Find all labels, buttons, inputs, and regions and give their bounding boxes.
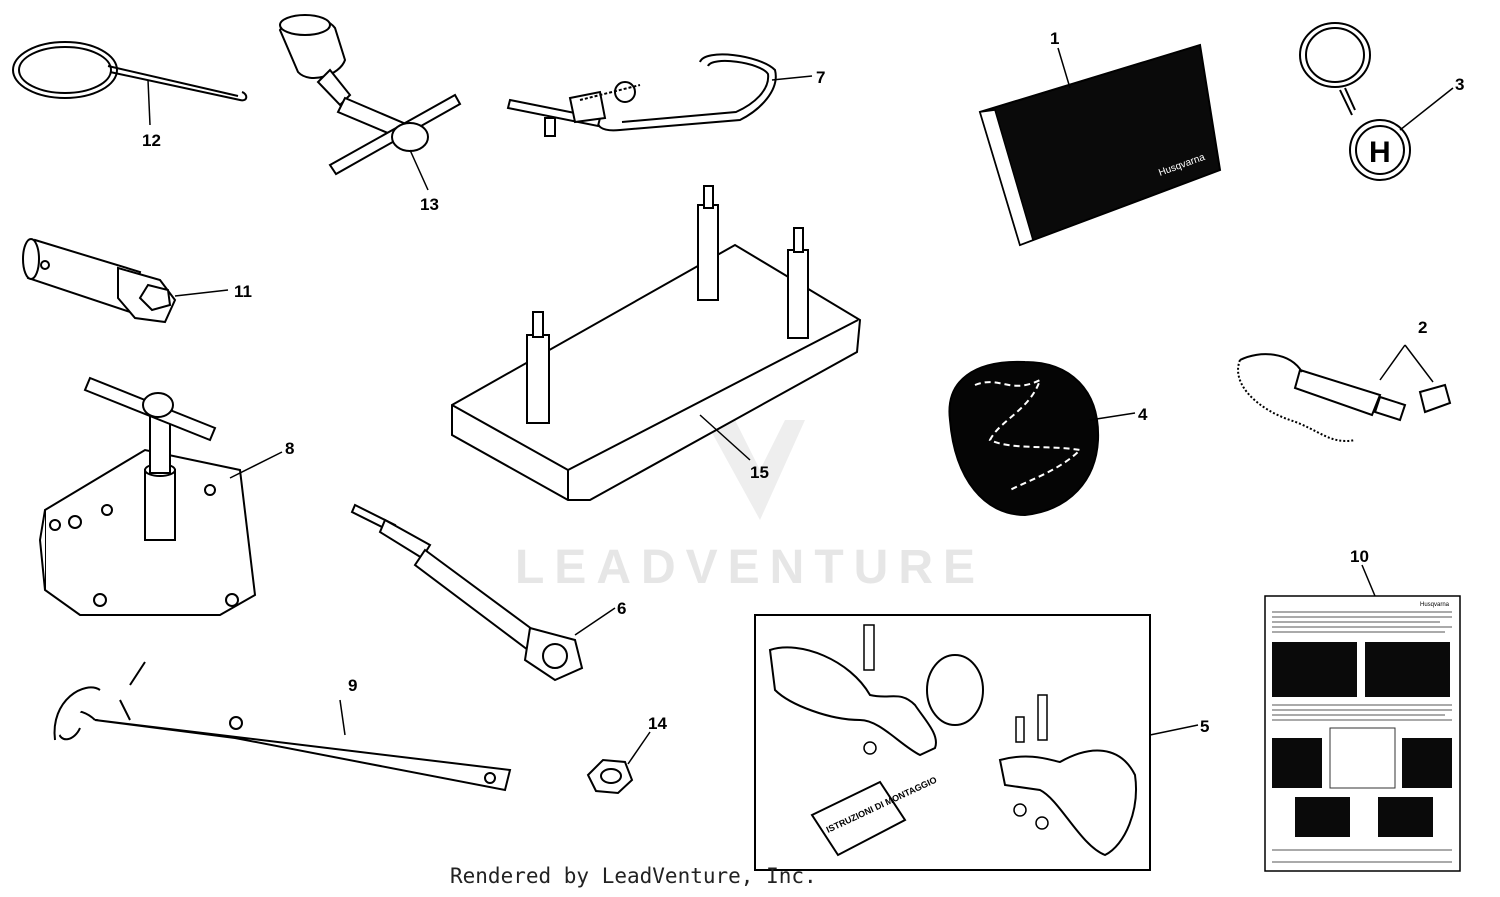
callout-7: 7 <box>816 68 825 87</box>
callout-11: 11 <box>234 282 252 301</box>
part-9-holder-tool[interactable] <box>53 661 512 792</box>
part-15-engine-stand[interactable] <box>451 185 862 501</box>
part-2-usb-stick[interactable] <box>1237 353 1452 442</box>
callout-8: 8 <box>285 439 294 458</box>
part-13-t-handle-puller[interactable] <box>278 14 462 176</box>
part-11-spark-plug-socket[interactable] <box>22 238 177 324</box>
callout-3: 3 <box>1455 75 1464 94</box>
part-14-hex-nut[interactable] <box>586 758 634 795</box>
part-3-key-ring[interactable]: H <box>1299 22 1411 181</box>
part-8-flywheel-puller[interactable] <box>38 376 257 616</box>
part-1-owners-manual[interactable]: Husqvarna <box>978 43 1222 247</box>
watermark: LEADVENTURE <box>515 315 985 594</box>
callout-4: 4 <box>1138 405 1148 424</box>
watermark-logo-icon <box>705 315 805 520</box>
callout-12: 12 <box>142 131 161 150</box>
render-credit: Rendered by LeadVenture, Inc. <box>450 864 817 888</box>
part-10-instruction-sheet[interactable]: Husqvarna <box>1264 595 1461 872</box>
callout-5: 5 <box>1200 717 1209 736</box>
part-6-extractor-tool[interactable] <box>350 503 584 682</box>
callout-10: 10 <box>1350 547 1369 566</box>
key-ring-logo-icon: H <box>1369 136 1391 169</box>
callout-1: 1 <box>1050 29 1059 48</box>
part-5-handguard-kit[interactable]: ISTRUZIONI DI MONTAGGIO <box>754 614 1151 871</box>
part-12-key-ring-hook[interactable] <box>12 41 248 102</box>
callout-9: 9 <box>348 676 357 695</box>
watermark-text: LEADVENTURE <box>515 541 985 594</box>
part-7-clamp-tool[interactable] <box>506 53 777 137</box>
callout-6: 6 <box>617 599 626 618</box>
part-4-ball-cover[interactable] <box>948 360 1100 517</box>
callout-13: 13 <box>420 195 439 214</box>
callout-15: 15 <box>750 463 769 482</box>
callout-14: 14 <box>648 714 667 733</box>
callout-2: 2 <box>1418 318 1427 337</box>
doc-sheet-brand: Husqvarna <box>1420 602 1450 608</box>
